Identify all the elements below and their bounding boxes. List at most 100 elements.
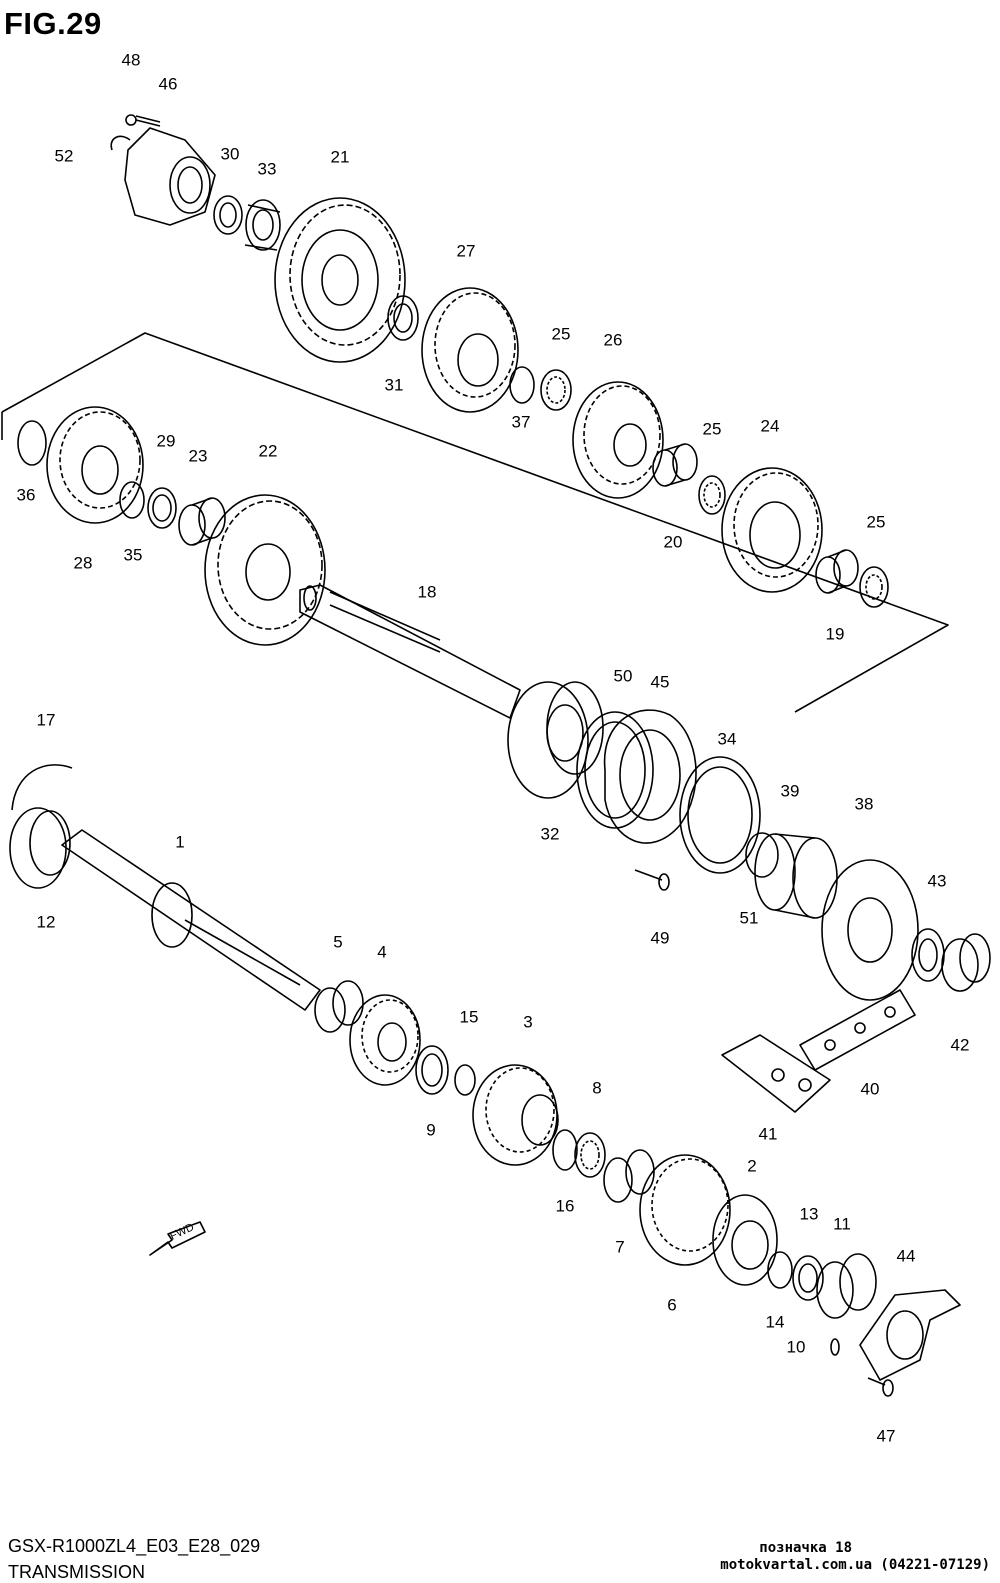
part-26-gear — [572, 381, 664, 499]
callout-10: 10 — [786, 1337, 806, 1357]
callout-23: 23 — [188, 446, 208, 466]
callout-29: 29 — [156, 431, 176, 451]
part-29-washer — [147, 487, 177, 529]
callout-28: 28 — [73, 553, 93, 573]
part-46-housing — [124, 127, 216, 226]
part-28-gear — [46, 406, 144, 524]
part-50-oil-seal — [576, 711, 654, 829]
part-30-washer — [213, 195, 243, 235]
callout-37: 37 — [511, 412, 531, 432]
part-12-oil-seal — [9, 807, 71, 889]
fwd-label: FWD — [168, 1221, 196, 1242]
part-20-bushing — [652, 443, 698, 487]
callout-11: 11 — [833, 1214, 851, 1234]
part-45-retainer — [603, 709, 697, 844]
callout-2: 2 — [747, 1156, 757, 1176]
part-35-circlip — [119, 481, 145, 519]
part-27-gear — [421, 287, 519, 413]
part-48-bolt — [125, 114, 161, 127]
callout-31: 31 — [384, 375, 404, 395]
callout-16: 16 — [555, 1196, 575, 1216]
callout-36: 36 — [16, 485, 36, 505]
part-19-bushing — [815, 549, 859, 594]
part-8-washer — [574, 1132, 606, 1178]
callout-41: 41 — [758, 1124, 778, 1144]
part-5-bushing — [314, 980, 364, 1033]
part-6-gear — [639, 1154, 731, 1266]
callout-18: 18 — [417, 582, 437, 602]
part-24-gear — [721, 467, 823, 593]
part-33-needle-bearing — [244, 199, 281, 251]
callout-33: 33 — [257, 159, 277, 179]
part-41-chain-joint — [721, 1034, 831, 1113]
callout-52: 52 — [54, 146, 74, 166]
part-37-circlip — [509, 366, 535, 404]
part-14-circlip — [767, 1251, 793, 1289]
callout-49: 49 — [650, 928, 670, 948]
part-23-bushing — [178, 497, 226, 546]
watermark-line1: позначка 18 — [759, 1540, 852, 1556]
callout-45: 45 — [650, 672, 670, 692]
callout-42: 42 — [950, 1035, 970, 1055]
part-7-bushing — [603, 1149, 655, 1203]
part-52-circlip — [110, 135, 131, 151]
callout-14: 14 — [765, 1312, 785, 1332]
section-name: TRANSMISSION — [8, 1562, 146, 1582]
part-44-retainer — [859, 1289, 961, 1381]
part-25-washer-a — [540, 369, 572, 411]
callout-32: 32 — [540, 824, 560, 844]
callout-47: 47 — [876, 1426, 896, 1446]
callout-3: 3 — [523, 1012, 533, 1032]
callout-19: 19 — [825, 624, 845, 644]
part-1-driveshaft — [61, 829, 321, 1011]
callout-12: 12 — [36, 912, 56, 932]
part-10-pin — [830, 1338, 840, 1356]
part-15-circlip — [454, 1064, 476, 1096]
part-3-gear — [472, 1064, 559, 1166]
part-25-washer-c — [859, 566, 889, 608]
callout-48: 48 — [121, 50, 141, 70]
part-49-screw — [634, 869, 670, 891]
part-51-oring — [745, 832, 779, 878]
callout-17: 17 — [36, 710, 56, 730]
part-25-washer-b — [698, 475, 726, 515]
callout-38: 38 — [854, 794, 874, 814]
callout-20: 20 — [663, 532, 683, 552]
callout-9: 9 — [426, 1120, 436, 1140]
callout-5: 5 — [333, 932, 343, 952]
callout-27: 27 — [456, 241, 476, 261]
part-13-washer — [792, 1255, 824, 1301]
part-4-gear — [349, 994, 421, 1086]
callout-51: 51 — [739, 908, 759, 928]
part-18-countershaft — [299, 584, 521, 719]
callout-8: 8 — [592, 1078, 602, 1098]
figure-title: FIG.29 — [4, 6, 102, 41]
callout-34: 34 — [717, 729, 737, 749]
callout-22: 22 — [258, 441, 278, 461]
callout-25: 25 — [702, 419, 722, 439]
fwd-arrow — [149, 1221, 206, 1256]
callout-50: 50 — [613, 666, 633, 686]
callout-26: 26 — [603, 330, 623, 350]
part-34-oring — [679, 756, 761, 874]
part-16-circlip — [552, 1129, 578, 1171]
callout-30: 30 — [220, 144, 240, 164]
part-31-washer — [387, 295, 419, 341]
watermark-line2: motokvartal.com.ua (04221-07129) — [720, 1557, 990, 1573]
callout-35: 35 — [123, 545, 143, 565]
part-32-bearing — [507, 681, 604, 799]
callout-25: 25 — [866, 512, 886, 532]
model-code: GSX-R1000ZL4_E03_E28_029 — [8, 1536, 261, 1556]
part-38-sprocket — [821, 859, 919, 1001]
callout-43: 43 — [927, 871, 947, 891]
countershaft-outline — [1, 332, 949, 713]
callout-6: 6 — [667, 1295, 677, 1315]
callout-21: 21 — [330, 147, 350, 167]
callout-44: 44 — [896, 1246, 916, 1266]
callout-46: 46 — [158, 74, 178, 94]
part-21-gear — [274, 197, 406, 363]
part-42-nut — [941, 933, 991, 992]
callout-15: 15 — [459, 1007, 479, 1027]
callout-13: 13 — [799, 1204, 819, 1224]
